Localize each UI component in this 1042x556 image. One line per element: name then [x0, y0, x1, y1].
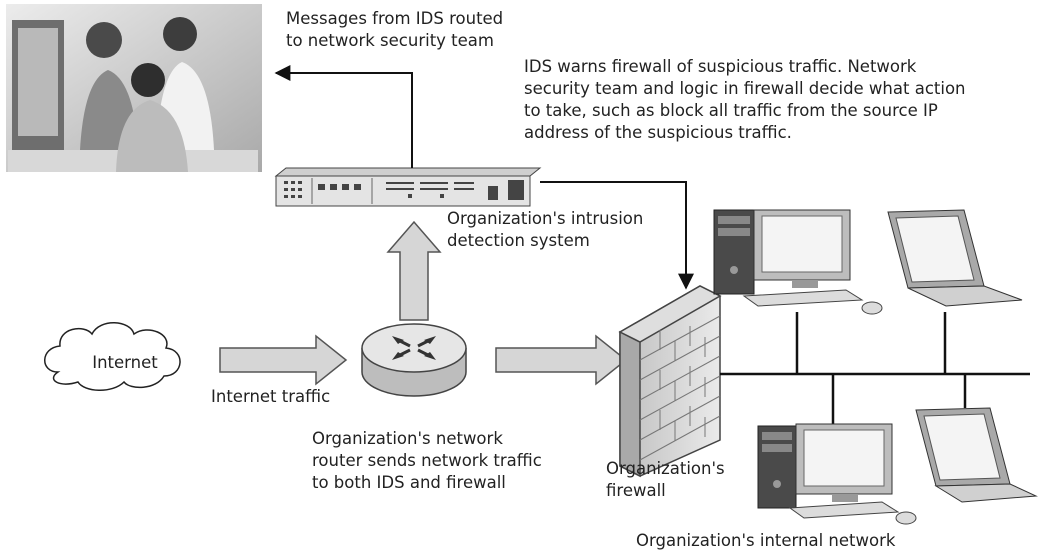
desktop-computer-icon: [713, 209, 883, 315]
label-ids-warns-firewall: IDS warns firewall of suspicious traffic…: [524, 57, 966, 142]
label-intrusion-detection-system: Organization's intrusion detection syste…: [447, 209, 644, 250]
label-internet: Internet: [92, 353, 158, 372]
label-network-router: Organization's network router sends netw…: [312, 429, 542, 492]
ids-appliance-icon: [274, 167, 542, 207]
router-icon: [361, 323, 467, 397]
label-internal-network: Organization's internal network: [636, 531, 896, 550]
photo-security-team: [6, 4, 262, 172]
label-internet-traffic: Internet traffic: [211, 387, 331, 406]
desktop-computer-icon-2: [757, 423, 917, 525]
laptop-icon: [887, 209, 1023, 307]
label-messages-to-security-team: Messages from IDS routed to network secu…: [286, 9, 504, 50]
firewall-icon: [618, 285, 722, 478]
cloud-icon: [44, 322, 181, 391]
network-bus: [720, 312, 1030, 424]
laptop-icon-2: [915, 407, 1038, 503]
label-firewall: Organization's firewall: [606, 459, 725, 500]
